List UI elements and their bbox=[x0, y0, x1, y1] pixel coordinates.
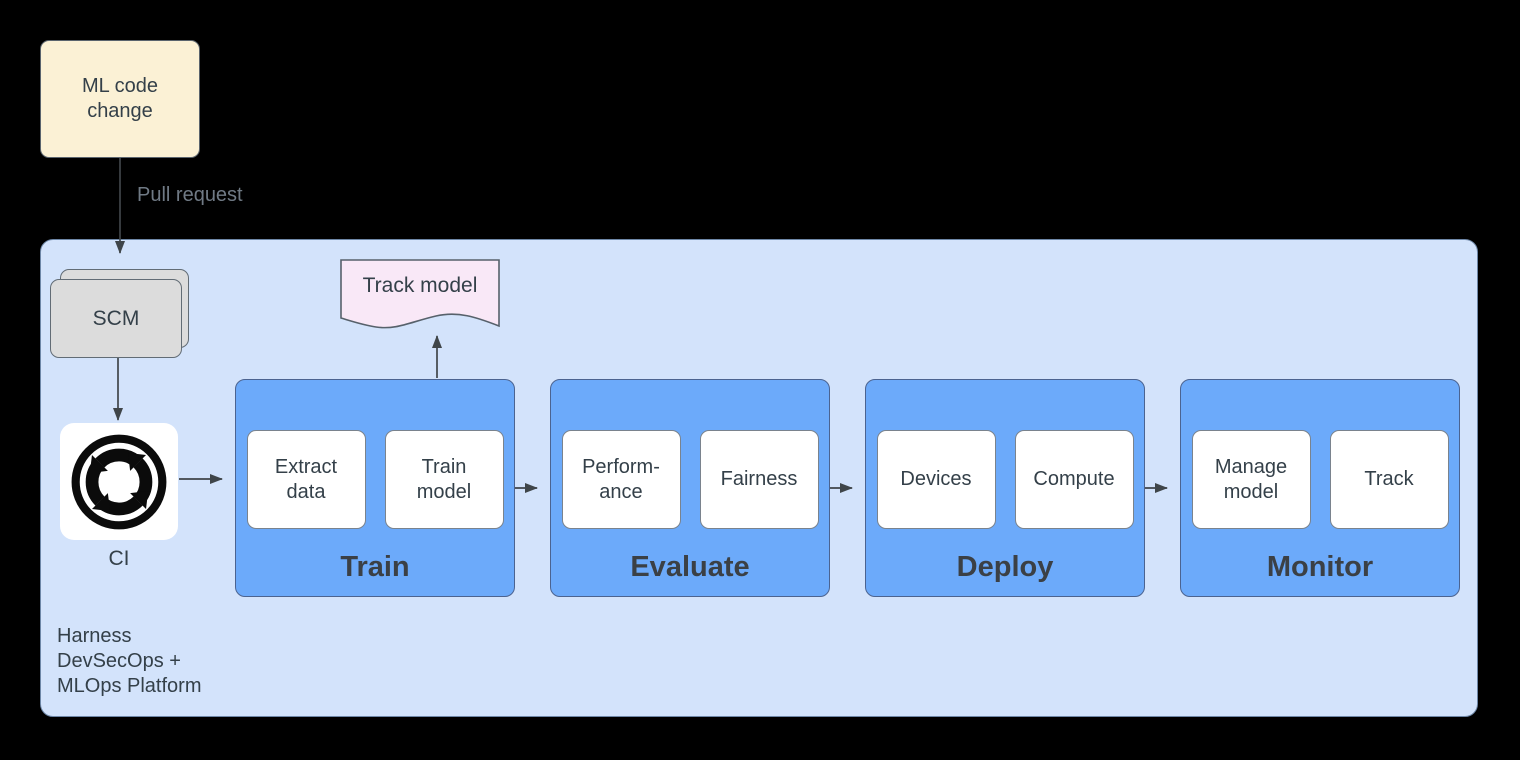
stage-monitor: Manage model Track Monitor bbox=[1180, 379, 1460, 597]
performance-node: Perform- ance bbox=[561, 430, 681, 529]
train-model-node: Train model bbox=[384, 430, 504, 529]
stage-monitor-boxes: Manage model Track bbox=[1181, 430, 1459, 529]
document-shape-icon bbox=[340, 259, 500, 329]
stage-monitor-title: Monitor bbox=[1266, 551, 1374, 583]
scm-node: SCM bbox=[50, 279, 182, 358]
ml-code-change-node: ML code change bbox=[40, 40, 200, 158]
platform-label: Harness DevSecOps + MLOps Platform bbox=[57, 625, 202, 697]
ci-cycle-icon bbox=[71, 434, 167, 529]
stage-train-boxes: Extract data Train model bbox=[236, 430, 514, 529]
fairness-node: Fairness bbox=[699, 430, 819, 529]
stage-evaluate-title: Evaluate bbox=[630, 551, 750, 583]
devices-node: Devices bbox=[876, 430, 996, 529]
stage-deploy: Devices Compute Deploy bbox=[865, 379, 1145, 597]
track-node: Track bbox=[1329, 430, 1449, 529]
pull-request-label: Pull request bbox=[137, 184, 243, 206]
stage-train: Extract data Train model Train bbox=[235, 379, 515, 597]
ci-label: CI bbox=[108, 547, 130, 570]
extract-data-node: Extract data bbox=[246, 430, 366, 529]
stage-evaluate-boxes: Perform- ance Fairness bbox=[551, 430, 829, 529]
manage-model-node: Manage model bbox=[1191, 430, 1311, 529]
stage-evaluate: Perform- ance Fairness Evaluate bbox=[550, 379, 830, 597]
scm-label: SCM bbox=[92, 306, 140, 330]
track-model-label: Track model bbox=[362, 274, 478, 297]
ci-node bbox=[60, 423, 178, 540]
stage-deploy-boxes: Devices Compute bbox=[866, 430, 1144, 529]
compute-node: Compute bbox=[1014, 430, 1134, 529]
ml-code-change-label: ML code change bbox=[82, 75, 158, 122]
stage-deploy-title: Deploy bbox=[956, 551, 1054, 583]
stage-train-title: Train bbox=[340, 551, 410, 583]
track-model-doc: Track model bbox=[340, 259, 500, 331]
